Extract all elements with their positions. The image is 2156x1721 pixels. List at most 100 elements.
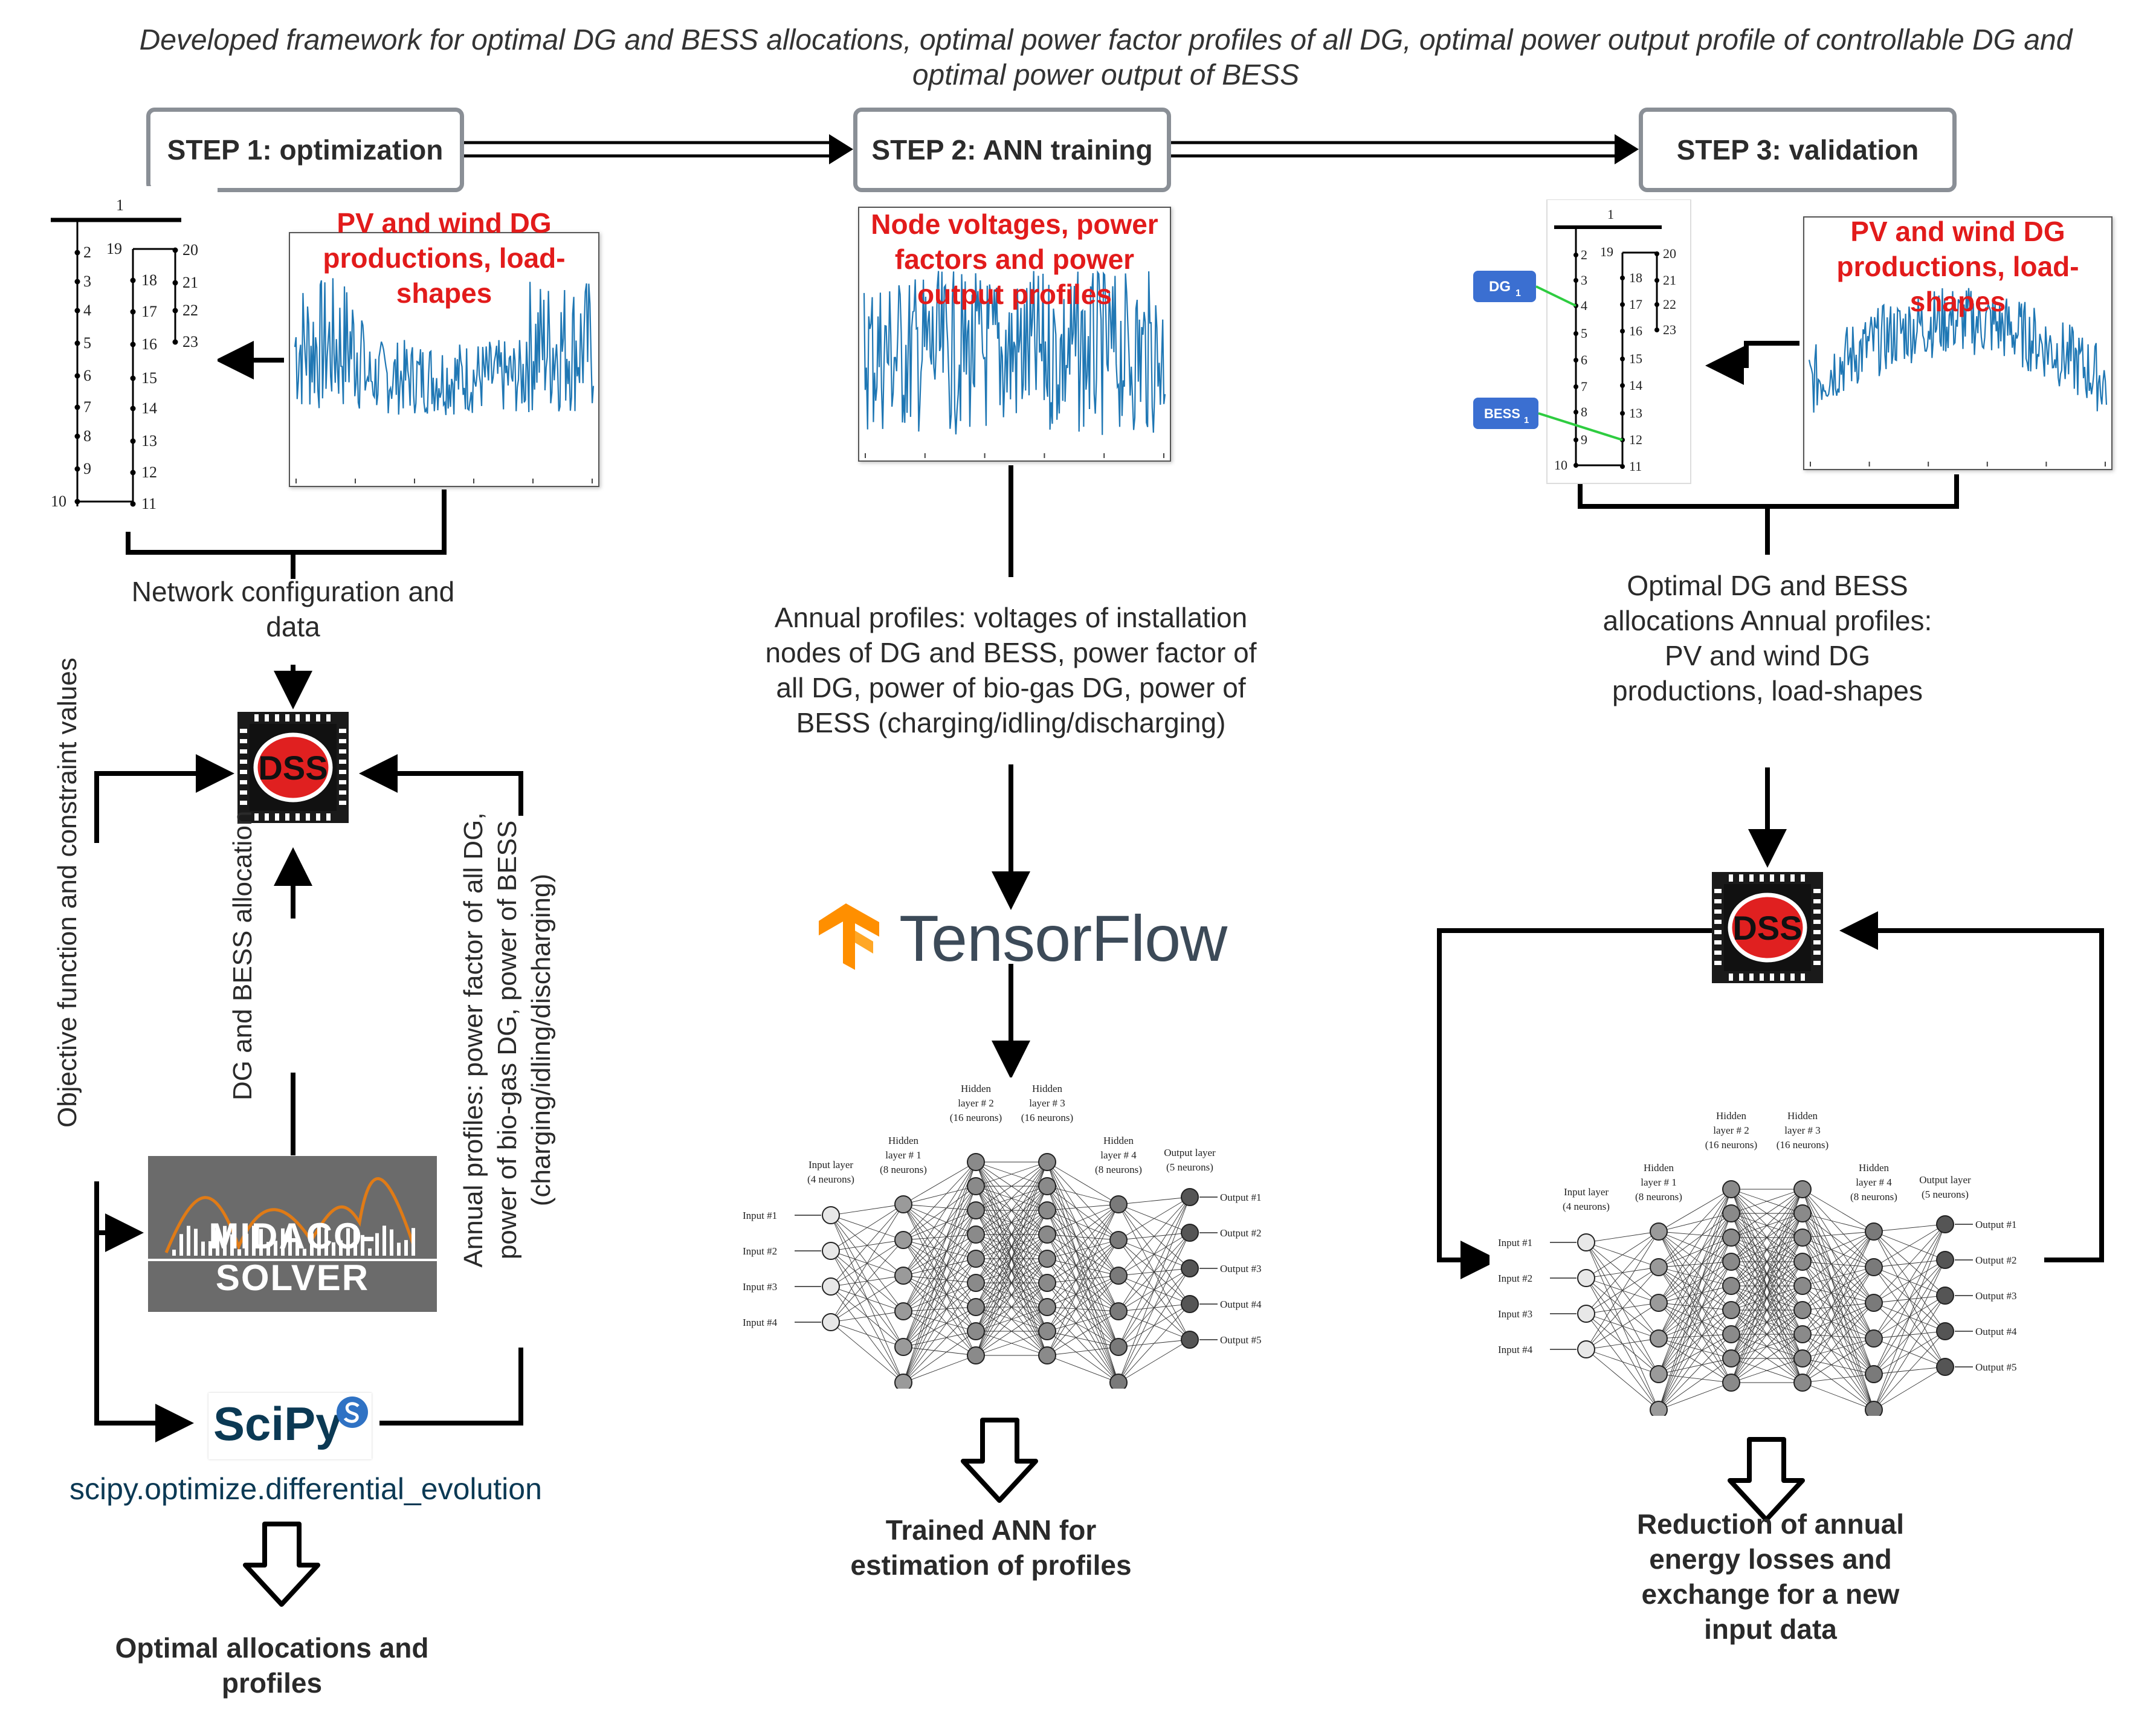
ann-edge <box>1802 1302 1874 1335</box>
pv-wind-plot-2 <box>1803 216 2112 470</box>
ann-layer-title: Input layer <box>1564 1186 1609 1198</box>
ann-neuron <box>1936 1215 1954 1233</box>
chip-pin <box>1760 874 1764 882</box>
step2-box: STEP 2: ANN training <box>853 108 1171 192</box>
ann-edge <box>975 1161 1048 1356</box>
pv-wind-plot-1 <box>289 232 599 487</box>
objective-label: Objective function and constraint values <box>53 657 82 1128</box>
ann-neuron <box>1793 1180 1812 1198</box>
ann-edge <box>1731 1189 1803 1311</box>
ann-neuron <box>1793 1253 1812 1271</box>
ann-edge <box>1586 1231 1659 1350</box>
ann-edge <box>1802 1261 1874 1375</box>
ann-layer-title: layer # 4 <box>1856 1177 1892 1188</box>
ann-edge <box>1586 1267 1659 1350</box>
ann-neuron <box>1109 1195 1128 1213</box>
chip-pin <box>240 760 247 764</box>
ann-edge <box>830 1204 904 1216</box>
ann-layer-title: Hidden <box>1787 1110 1818 1122</box>
node-dot <box>130 277 136 283</box>
node-label: 3 <box>1581 273 1587 288</box>
ann-edge <box>1658 1309 1732 1375</box>
midaco-bar <box>361 1235 364 1256</box>
ann-edge <box>1802 1237 1874 1410</box>
ann-edge <box>1586 1349 1659 1375</box>
ann-edge <box>1658 1285 1732 1375</box>
chip-pin <box>240 739 247 743</box>
chip-pin <box>295 813 300 821</box>
ann-edge <box>1731 1237 1803 1383</box>
chip-pin <box>240 749 247 754</box>
ann-edge <box>1802 1302 1874 1383</box>
ann-edge <box>1802 1285 1874 1339</box>
ann-edge <box>1802 1189 1874 1232</box>
ann-neuron <box>1865 1222 1883 1241</box>
network-config-label: Network configuration and data <box>131 576 455 642</box>
ann-edge <box>1658 1267 1732 1287</box>
ann-edge <box>1047 1311 1119 1356</box>
node-dot <box>130 309 136 315</box>
ann-edge <box>830 1322 904 1383</box>
ann-edge <box>1586 1338 1659 1350</box>
ann-edge <box>1047 1282 1119 1312</box>
midaco-bar <box>194 1229 198 1256</box>
node-dot <box>1620 329 1625 334</box>
bess-link <box>1538 412 1623 441</box>
ann-neuron <box>967 1153 985 1171</box>
ann-edge <box>1658 1334 1732 1410</box>
ann-edge <box>903 1355 976 1383</box>
ann-edge <box>903 1275 976 1308</box>
ann-input-label: Input #2 <box>743 1245 777 1257</box>
ann-edge <box>1047 1234 1119 1383</box>
step3-box: STEP 3: validation <box>1639 108 1957 192</box>
ann-edge <box>1802 1309 1874 1339</box>
ann-edge <box>1658 1334 1732 1375</box>
ann-neuron <box>1865 1365 1883 1383</box>
ann-edge <box>975 1161 1048 1259</box>
ann-edge <box>1731 1189 1803 1214</box>
chip-pin <box>1770 974 1774 981</box>
ann-edge <box>903 1186 976 1348</box>
ann-edge <box>1118 1232 1190 1383</box>
ann-neuron <box>1038 1153 1056 1171</box>
ann-layer-title: (8 neurons) <box>880 1164 927 1175</box>
node-label: 1 <box>116 196 124 214</box>
ann-edge <box>1658 1231 1732 1383</box>
node-label: 9 <box>83 460 91 477</box>
ann-layer-title: (5 neurons) <box>1922 1189 1969 1200</box>
ann-edge <box>1658 1382 1732 1410</box>
ann-edge <box>903 1258 976 1383</box>
ann-edge <box>1873 1366 1946 1410</box>
node-dot <box>130 341 136 347</box>
ann-output-label: Output #2 <box>1975 1254 2016 1266</box>
ann-layer-title: (8 neurons) <box>1850 1191 1897 1203</box>
ann-edge <box>1658 1231 1732 1335</box>
ann-neuron <box>1109 1374 1128 1389</box>
chip-pin <box>265 813 269 821</box>
ann-edge <box>1802 1213 1874 1268</box>
node-dot <box>1573 278 1578 283</box>
ann-edge <box>903 1186 976 1276</box>
scipy-function: scipy.optimize.differential_evolution <box>69 1472 542 1506</box>
ann-edge <box>1047 1234 1119 1348</box>
ann-edge <box>1047 1282 1119 1348</box>
chip-pin <box>254 813 259 821</box>
ann-edge <box>1802 1285 1874 1375</box>
ann-edge <box>1586 1302 1659 1350</box>
node-label: 5 <box>83 334 91 352</box>
ann-neuron <box>967 1225 985 1244</box>
midaco-bar <box>230 1234 234 1256</box>
ann-edge <box>903 1239 976 1308</box>
ann-neuron <box>894 1195 912 1213</box>
ann-edge <box>1658 1302 1732 1359</box>
ann-edge <box>1047 1331 1119 1383</box>
node-label: 12 <box>141 463 157 481</box>
ann-edge <box>1047 1275 1119 1308</box>
chip-pin <box>1739 874 1743 882</box>
ann-edge <box>1658 1302 1732 1383</box>
ann-layer-title: (16 neurons) <box>1777 1139 1828 1151</box>
ann-layer-title: layer # 2 <box>958 1097 993 1109</box>
ann-edge <box>1658 1338 1732 1359</box>
node-dot <box>1620 464 1625 469</box>
